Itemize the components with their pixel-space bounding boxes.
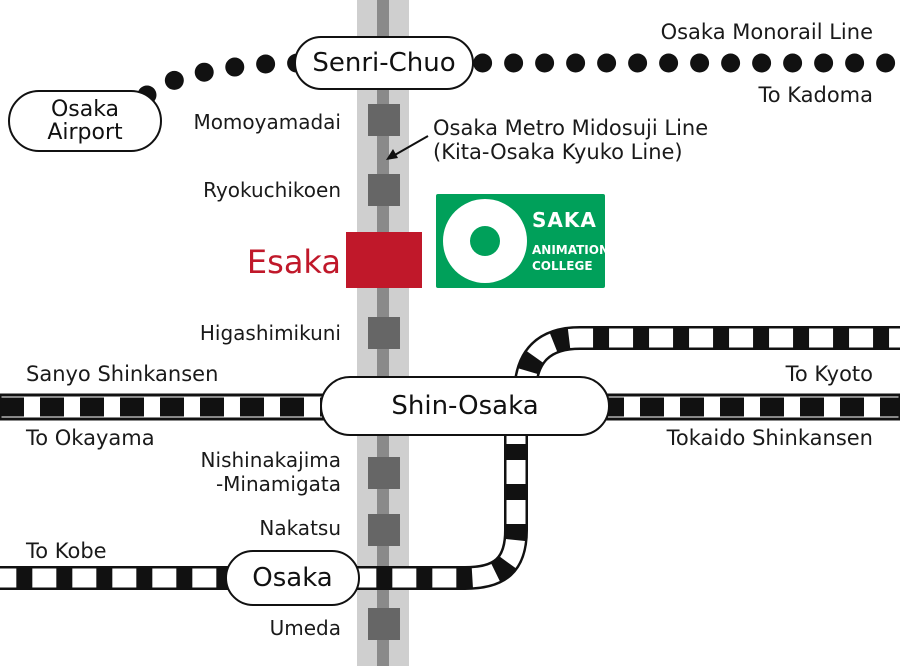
hub-osaka-label: Osaka — [252, 563, 333, 593]
hub-osaka-airport: Osaka Airport — [8, 90, 162, 152]
midosuji-pointer-arrowhead — [386, 149, 398, 160]
station-label-umeda: Umeda — [269, 616, 341, 640]
hub-senri-chuo: Senri-Chuo — [294, 36, 474, 90]
station-label-nishinakajima-2: -Minamigata — [215, 472, 341, 496]
station-marker-esaka — [346, 232, 422, 288]
line-label-midosuji-1: Osaka Metro Midosuji Line — [433, 116, 709, 140]
station-marker-ryokuchikoen — [368, 174, 400, 206]
station-marker-nishinakajima — [368, 457, 400, 489]
hub-senri-chuo-label: Senri-Chuo — [312, 48, 456, 78]
station-label-higashimikuni: Higashimikuni — [199, 321, 341, 345]
hub-shin-osaka: Shin-Osaka — [320, 376, 610, 436]
station-label-nakatsu: Nakatsu — [259, 516, 341, 540]
direction-label-okayama: To Okayama — [26, 426, 155, 450]
logo-o-ring — [443, 199, 527, 283]
hub-shin-osaka-label: Shin-Osaka — [391, 391, 539, 421]
midosuji-pointer-line — [392, 135, 429, 157]
logo-word-osaka: SAKA — [532, 208, 597, 232]
direction-label-kobe: To Kobe — [26, 539, 107, 563]
hub-osaka-airport-label: Osaka Airport — [47, 96, 123, 145]
direction-label-kyoto: To Kyoto — [785, 362, 873, 386]
direction-label-kadoma: To Kadoma — [758, 83, 873, 107]
hub-osaka: Osaka — [225, 550, 360, 606]
line-label-tokaido: Tokaido Shinkansen — [666, 426, 873, 450]
station-marker-umeda — [368, 608, 400, 640]
line-label-monorail: Osaka Monorail Line — [660, 20, 873, 44]
station-label-ryokuchikoen: Ryokuchikoen — [203, 178, 341, 202]
station-marker-higashimikuni — [368, 317, 400, 349]
station-label-esaka: Esaka — [246, 243, 341, 281]
line-label-sanyo: Sanyo Shinkansen — [26, 362, 219, 386]
logo-o-dot — [470, 226, 500, 256]
station-label-nishinakajima-1: Nishinakajima — [200, 448, 341, 472]
station-marker-momoyamadai — [368, 104, 400, 136]
line-label-midosuji-2: (Kita-Osaka Kyuko Line) — [433, 140, 683, 164]
osaka-animation-college-logo: SAKA ANIMATION COLLEGE — [436, 194, 609, 288]
jr-osaka-line — [0, 420, 528, 590]
station-marker-nakatsu — [368, 514, 400, 546]
logo-word-college: COLLEGE — [532, 259, 593, 273]
logo-word-animation: ANIMATION — [532, 243, 609, 257]
station-label-momoyamadai: Momoyamadai — [193, 110, 341, 134]
